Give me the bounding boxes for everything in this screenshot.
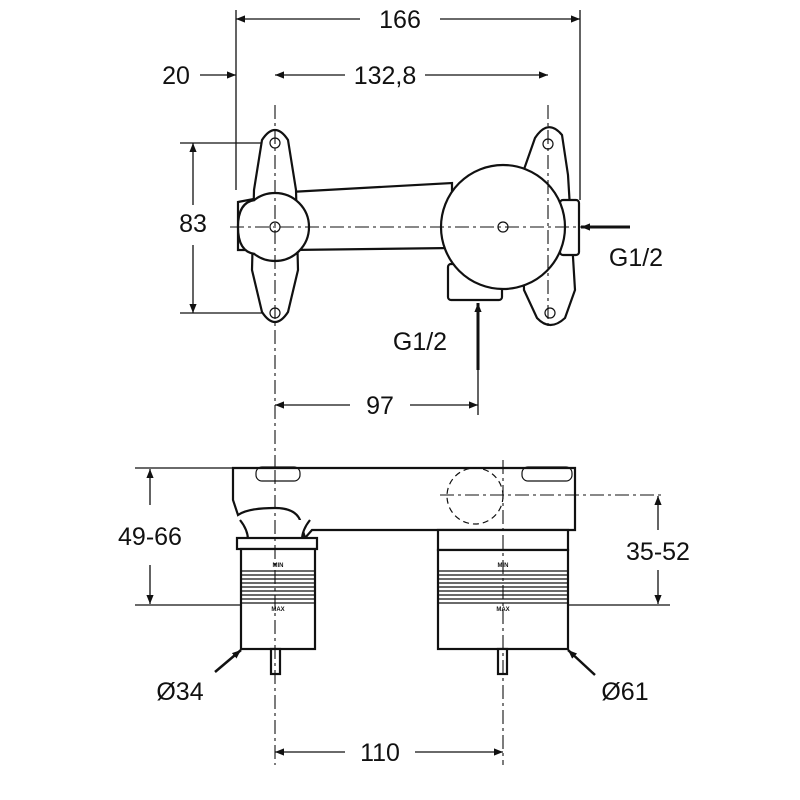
dim-offset-left: 20: [162, 62, 190, 90]
dim-height-top: 83: [179, 210, 207, 238]
bottom-inlet-label: G1/2: [393, 328, 447, 356]
dia-61-leader: [567, 649, 596, 676]
left-max-marker: MAX: [271, 607, 284, 613]
dim-diameter-small: Ø34: [156, 678, 203, 706]
dim-diameter-large: Ø61: [601, 678, 648, 706]
left-thread: [241, 570, 315, 604]
left-min-marker: MIN: [273, 563, 284, 569]
right-top-slot: [521, 466, 573, 482]
dim-center-distance: 110: [360, 739, 400, 767]
side-view: MIN MAX MIN MAX: [231, 460, 665, 765]
dim-inlet-distance: 97: [366, 392, 394, 420]
top-dimensions: 166 20 132,8 83 G1/2 G1/2 97: [162, 6, 663, 420]
side-inlet-label: G1/2: [609, 244, 663, 272]
dim-depth-right: 35-52: [626, 538, 690, 566]
dim-hole-spacing: 132,8: [354, 62, 417, 90]
dim-depth-left: 49-66: [118, 523, 182, 551]
right-bottom-hole: [544, 307, 556, 319]
top-view: [230, 105, 585, 470]
left-top-slot: [255, 466, 301, 482]
left-collar: [235, 536, 319, 551]
side-dimensions: 49-66 35-52 Ø34 Ø61 110: [118, 467, 690, 767]
dia-34-leader: [214, 649, 242, 673]
dim-overall-width: 166: [379, 6, 421, 34]
